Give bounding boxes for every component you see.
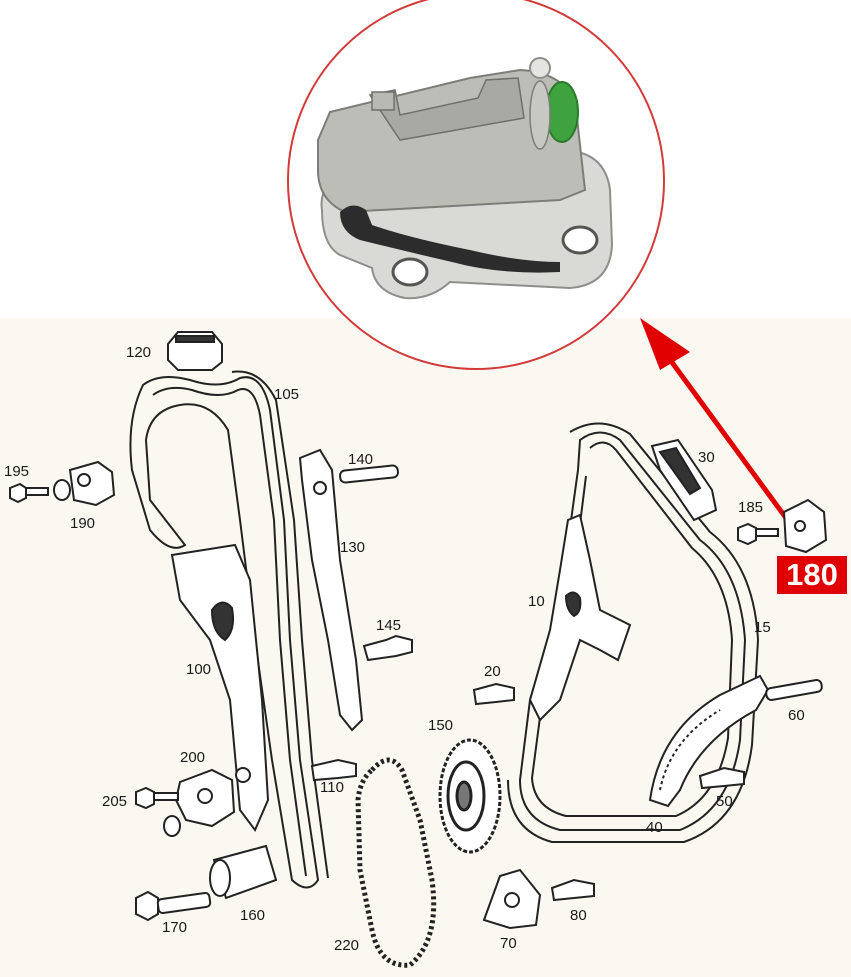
part-label-50: 50 [716, 793, 733, 810]
part-label-20: 20 [484, 663, 501, 680]
part-label-30: 30 [698, 449, 715, 466]
part-label-100: 100 [186, 661, 211, 678]
guide-30 [650, 438, 718, 522]
part-label-160: 160 [240, 907, 265, 924]
callout-label-180: 180 [777, 556, 847, 594]
part-label-150: 150 [428, 717, 453, 734]
cap-120 [167, 331, 223, 371]
part-label-170: 170 [162, 919, 187, 936]
tensioner-rail-130 [298, 448, 364, 732]
part-labels: 120 105 195 190 140 130 145 100 200 205 … [4, 344, 805, 954]
part-label-80: 80 [570, 907, 587, 924]
part-label-185: 185 [738, 499, 763, 516]
part-label-105: 105 [274, 386, 299, 403]
part-label-15: 15 [754, 619, 771, 636]
chain-guide-100 [170, 543, 270, 832]
short-chain-220 [355, 757, 437, 968]
part-label-60: 60 [788, 707, 805, 724]
part-label-190: 190 [70, 515, 95, 532]
part-label-110: 110 [320, 779, 344, 796]
tensioner-200 [135, 768, 236, 837]
part-label-145: 145 [376, 617, 401, 634]
chain-tensioner-photo-icon [317, 57, 614, 300]
tensioner-180 [737, 498, 828, 554]
part-label-70: 70 [500, 935, 517, 952]
part-label-220: 220 [334, 937, 359, 954]
bolt-170 [135, 844, 278, 922]
sprocket-150 [438, 738, 502, 854]
tensioner-190 [9, 460, 116, 507]
part-label-205: 205 [102, 793, 127, 810]
part-label-120: 120 [126, 344, 151, 361]
part-label-130: 130 [340, 539, 365, 556]
diagram-background [0, 318, 851, 977]
pins-right [472, 679, 823, 902]
guide-70 [482, 868, 542, 930]
part-label-195: 195 [4, 463, 29, 480]
part-label-40: 40 [646, 819, 663, 836]
pins [310, 464, 413, 782]
chain-guide-10 [528, 513, 632, 722]
part-label-10: 10 [528, 593, 545, 610]
part-label-140: 140 [348, 451, 373, 468]
right-timing-chain [507, 422, 760, 843]
part-label-200: 200 [180, 749, 205, 766]
